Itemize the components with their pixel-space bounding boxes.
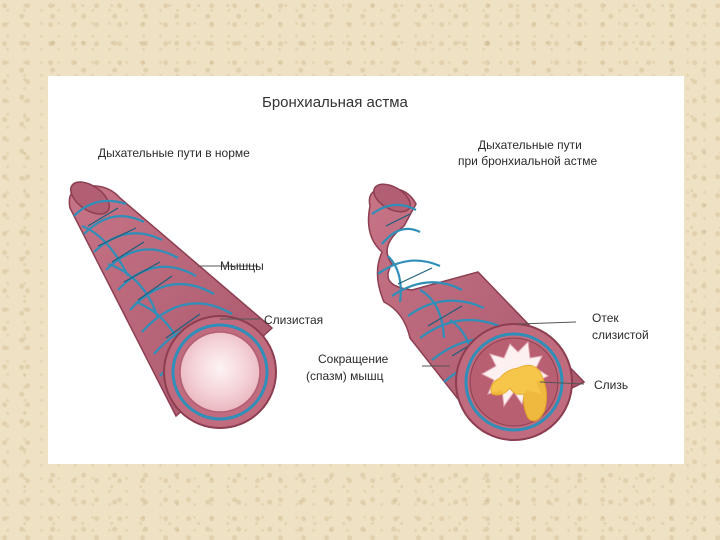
edema-label-line2: слизистой <box>592 328 649 342</box>
normal-lumen <box>180 332 260 412</box>
normal-airway <box>65 176 276 428</box>
contraction-label-line2: (спазм) мышц <box>306 369 384 383</box>
mucus-label: Слизь <box>594 378 628 392</box>
edema-label-line1: Отек <box>592 311 619 325</box>
asthma-airway <box>369 178 585 440</box>
diagram-panel: Бронхиальная астма Дыхательные пути в но… <box>48 76 684 464</box>
muscles-label: Мышцы <box>220 259 264 273</box>
airway-illustration <box>48 76 684 464</box>
mucosa-label: Слизистая <box>264 313 323 327</box>
contraction-label-line1: Сокращение <box>318 352 388 366</box>
